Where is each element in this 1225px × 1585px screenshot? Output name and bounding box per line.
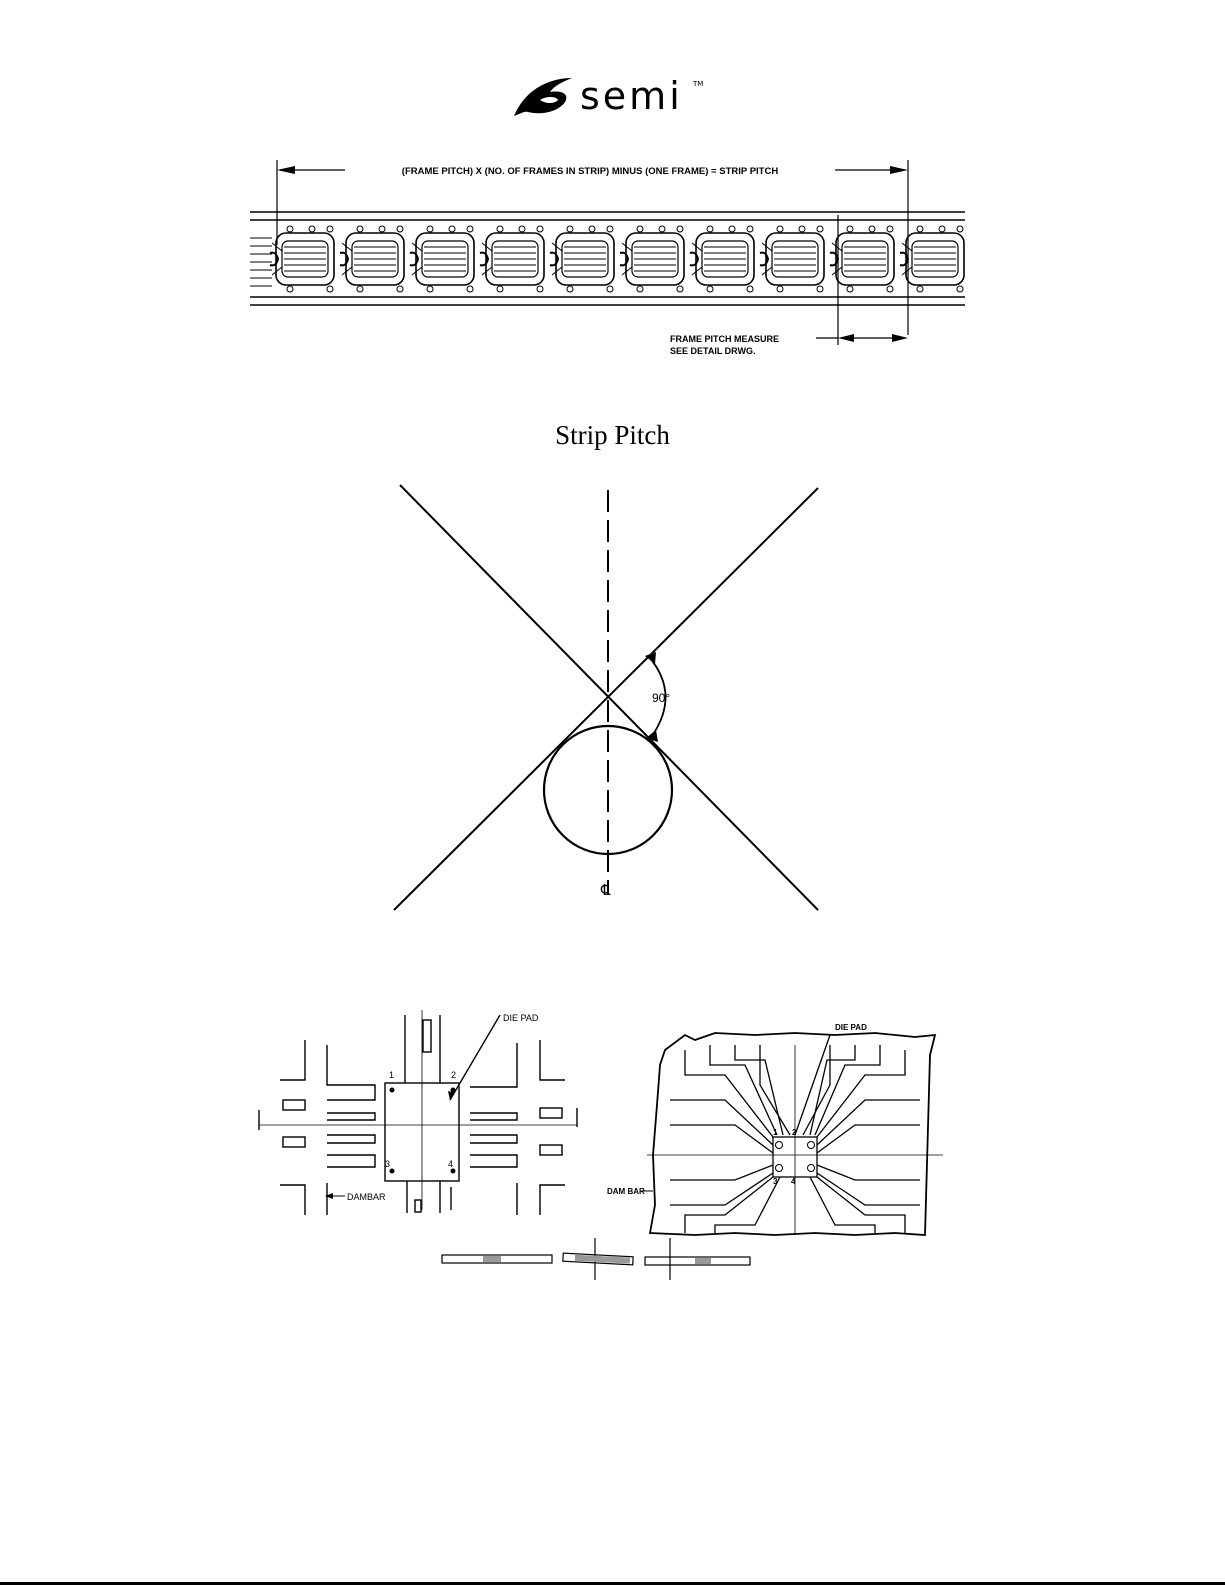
corner-number-4: 4	[448, 1159, 453, 1169]
left-dambar-label: DAMBAR	[347, 1192, 386, 1202]
ninety-degree-label: 90°	[652, 691, 670, 705]
die-pad-dambar-drawing: 1 2 3 4 DIE PAD DAMBAR 1 2 3 4	[255, 1005, 945, 1285]
centerline-symbol: ℄	[600, 882, 611, 899]
left-die-pad-label: DIE PAD	[503, 1013, 539, 1023]
right-dam-bar-label: DAM BAR	[607, 1187, 645, 1196]
see-detail-drawing-label: SEE DETAIL DRWG.	[670, 346, 756, 356]
logo-wordmark: semi	[580, 72, 683, 120]
corner-number-3: 3	[385, 1159, 390, 1169]
semi-logo: semi TM	[510, 72, 710, 120]
right-corner-number-3: 3	[773, 1177, 778, 1186]
frame-pitch-measure-label: FRAME PITCH MEASURE	[670, 334, 779, 344]
logo-trademark: TM	[693, 80, 703, 88]
right-corner-number-1: 1	[773, 1128, 778, 1137]
strip-pitch-drawing: (FRAME PITCH) X (NO. OF FRAMES IN STRIP)…	[240, 150, 975, 380]
right-die-pad-label: DIE PAD	[835, 1023, 867, 1032]
right-corner-number-4: 4	[791, 1177, 796, 1186]
right-corner-number-2: 2	[792, 1128, 797, 1137]
ninety-degree-drawing: 90° ℄	[380, 480, 840, 920]
strip-pitch-formula-label: (FRAME PITCH) X (NO. OF FRAMES IN STRIP)…	[402, 166, 779, 177]
semi-swoosh-icon	[510, 72, 580, 120]
corner-number-1: 1	[389, 1070, 394, 1080]
corner-number-2: 2	[451, 1070, 456, 1080]
strip-pitch-caption: Strip Pitch	[0, 420, 1225, 451]
